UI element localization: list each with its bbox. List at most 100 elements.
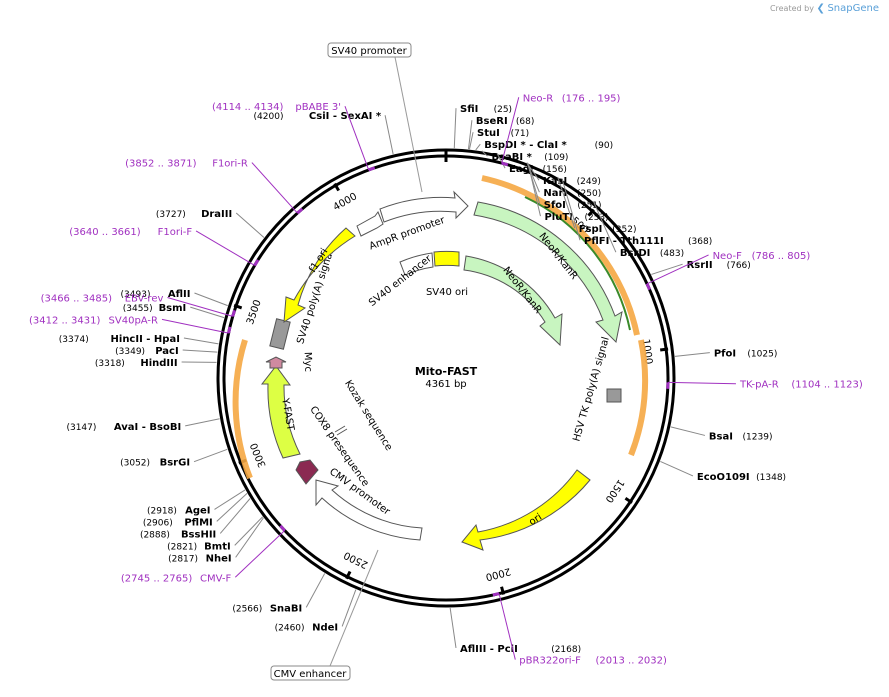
primer-mark [501, 161, 509, 167]
enzyme-position: (3727) [156, 210, 186, 220]
primer-range: (786 .. 805) [752, 251, 811, 262]
enzyme-site: HincII - HpaI(3374) [59, 334, 180, 345]
enzyme-site: BsaI(1239) [709, 431, 773, 442]
primer-site: F1ori-F(3640 .. 3661) [69, 227, 192, 238]
orange-arc-right [481, 175, 640, 336]
enzyme-name: BmtI [204, 541, 231, 552]
hsv-tk-polya-label: HSV TK poly(A) signal [571, 336, 611, 443]
ampr-promoter-arrow [356, 211, 384, 237]
enzyme-name: SfoI [544, 200, 566, 211]
sv40-promoter-arrow [379, 190, 469, 223]
enzyme-name: BseRI [476, 116, 508, 127]
enzyme-position: (253) [584, 213, 608, 223]
enzyme-name: PflMI [184, 517, 212, 528]
cox8-presequence-arrow [295, 459, 319, 485]
primer-leader [161, 318, 229, 334]
enzyme-leader [219, 498, 251, 534]
primer-site: pBABE 3' (4114 .. 4134) [212, 102, 341, 113]
primer-site: EBV-rev(3466 .. 3485) [41, 293, 164, 304]
enzyme-position: (2817) [168, 554, 198, 564]
enzyme-leader [660, 461, 694, 477]
enzyme-leader [214, 489, 246, 510]
enzyme-leader [234, 516, 263, 546]
enzyme-leader [481, 150, 488, 157]
enzyme-name: NheI [206, 553, 232, 564]
enzyme-site: BsrDI(483) [620, 248, 684, 259]
primer-site: TK-pA-R(1104 .. 1123) [739, 380, 863, 391]
enzyme-site: BmtI(2821) [167, 541, 231, 552]
enzyme-leader [305, 573, 326, 608]
primer-range: (3412 .. 3431) [29, 315, 101, 326]
orange-arc-right-2 [628, 339, 649, 457]
enzyme-leader [235, 212, 265, 238]
enzyme-name: PluTI [544, 212, 572, 223]
sv40-promoter-box-label: SV40 promoter [331, 46, 407, 57]
enzyme-name: BsmI [159, 303, 187, 314]
enzyme-site: RsrII(766) [687, 260, 751, 271]
enzyme-leader [449, 607, 457, 649]
enzyme-site: NdeI(2460) [275, 622, 339, 633]
kozak-mark-2 [336, 428, 348, 436]
plasmid-size: 4361 bp [425, 379, 466, 390]
sv40-ori-label: SV40 ori [426, 287, 468, 298]
enzyme-position: (3318) [95, 359, 125, 369]
enzyme-site: BseRI (68) [476, 116, 534, 127]
ruler-tick [500, 586, 506, 595]
enzyme-position: (1348) [756, 473, 786, 483]
primer-site: SV40pA-R (3412 .. 3431) [29, 315, 158, 326]
ruler-tick [333, 182, 340, 192]
enzyme-name: NarI [543, 188, 567, 199]
enzyme-position: (2460) [275, 623, 305, 633]
enzyme-site: PluTI (253) [544, 212, 608, 223]
ruler-tick [624, 496, 633, 504]
enzyme-site: NarI (250) [543, 188, 601, 199]
primer-name: TK-pA-R [739, 380, 779, 391]
enzyme-name: CsiI - SexAI * [309, 111, 382, 122]
orange-arc-left [232, 339, 253, 480]
primer-mark [231, 309, 237, 317]
enzyme-position: (368) [688, 237, 712, 247]
primer-site: Neo-R(176 .. 195) [523, 93, 621, 104]
enzyme-position: (250) [577, 189, 601, 199]
yfast-arrow [260, 365, 301, 459]
cmv-promoter-arrow [315, 479, 423, 541]
enzyme-site: BsaBI *(109) [491, 152, 568, 163]
enzyme-name: StuI [477, 128, 500, 139]
cmv-enhancer-box [270, 665, 351, 681]
myc-label: Myc [302, 352, 314, 372]
primer-leader [501, 97, 520, 164]
primer-range: (4114 .. 4134) [212, 102, 284, 113]
enzyme-site: EcoO109I(1348) [697, 472, 786, 483]
primer-leader [234, 530, 286, 578]
primer-leader [167, 297, 233, 317]
ruler-tick [659, 347, 669, 352]
primer-name: pBABE 3' [295, 102, 341, 113]
primer-name: SV40pA-R [109, 315, 158, 326]
sv40-promoter-leader [394, 56, 423, 193]
enzyme-name: SnaBI [270, 603, 302, 614]
primer-mark [368, 166, 376, 172]
enzyme-site: AvaI - BsoBI(3147) [66, 422, 181, 433]
enzyme-leader [194, 292, 228, 307]
primer-range: (3640 .. 3661) [69, 227, 141, 238]
enzyme-position: (3349) [115, 347, 145, 357]
primer-range: (3852 .. 3871) [125, 159, 197, 170]
enzyme-name: AgeI [185, 505, 210, 516]
enzyme-site: CsiI - SexAI *(4200) [254, 111, 382, 122]
enzyme-position: (68) [516, 117, 534, 127]
enzyme-site: StuI(71) [477, 128, 529, 139]
enzyme-position: (90) [595, 141, 613, 151]
ruler-tick [587, 208, 595, 217]
primer-mark [227, 326, 232, 334]
enzyme-leader [561, 179, 581, 241]
primer-mark [296, 207, 304, 215]
enzyme-leader [185, 418, 220, 427]
primer-site: F1ori-R(3852 .. 3871) [125, 159, 248, 170]
enzyme-name: BsaI [709, 431, 733, 442]
plasmid-name: Mito-FAST [415, 365, 478, 378]
enzyme-position: (3052) [120, 459, 150, 469]
enzyme-position: (3493) [121, 290, 151, 300]
primer-leader [344, 105, 370, 171]
enzyme-name: BsrDI [620, 248, 651, 259]
ruler-tick [345, 570, 352, 580]
